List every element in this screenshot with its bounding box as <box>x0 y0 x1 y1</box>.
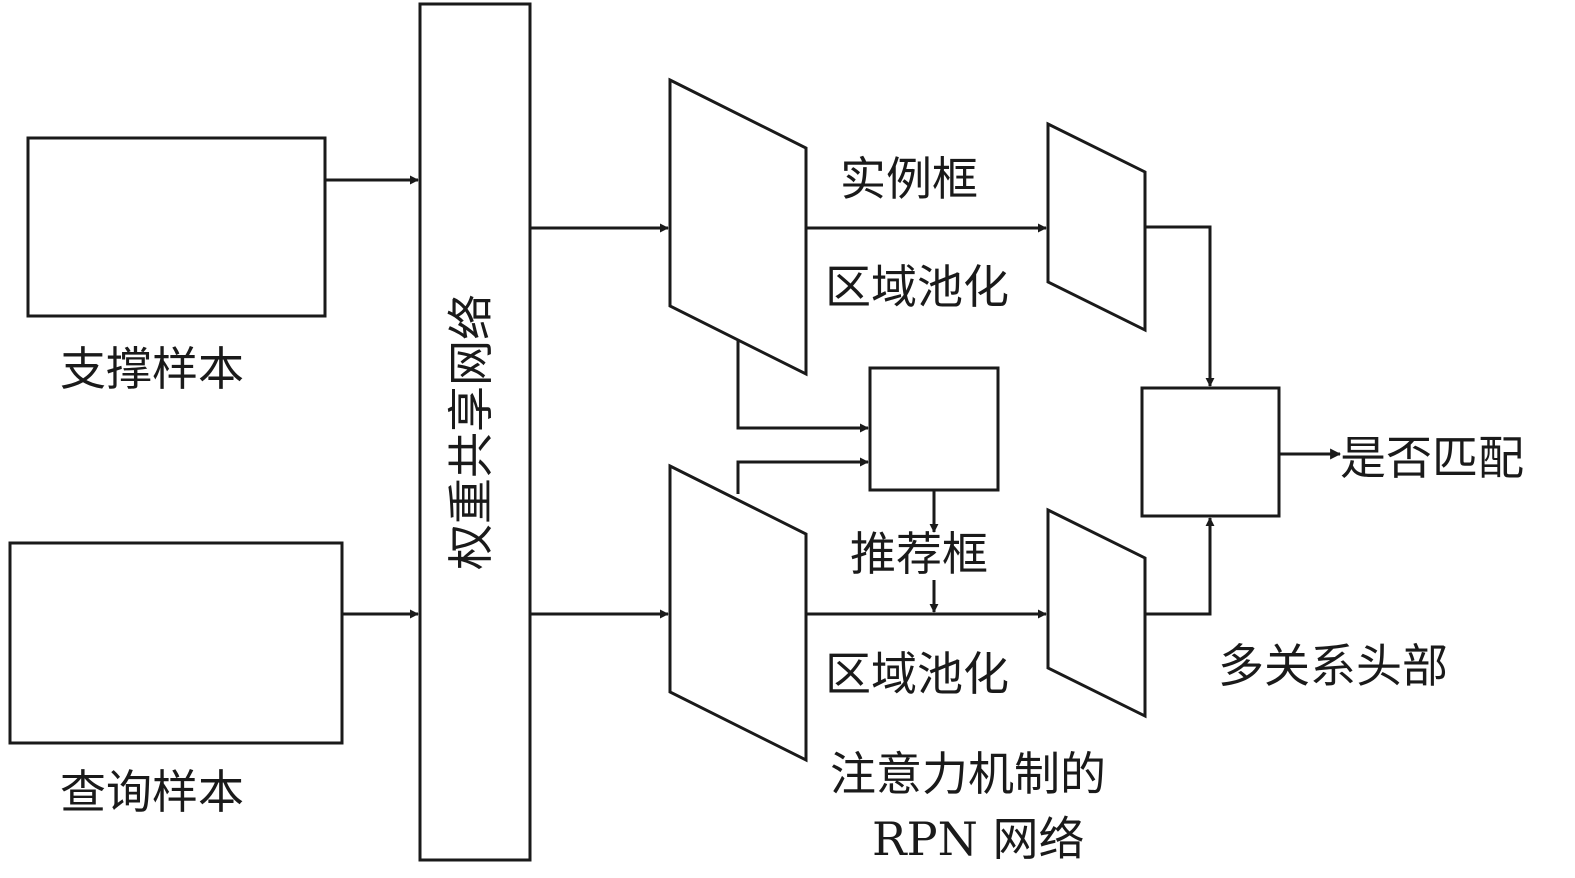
proposal-box-label: 推荐框 <box>850 527 988 581</box>
attention-rpn-label-line2: RPN 网络 <box>872 812 1084 866</box>
relation-head-box <box>1140 386 1281 518</box>
instance-box-label: 实例框 <box>840 152 978 206</box>
attention-box <box>868 366 1000 492</box>
support-sample-box <box>26 136 327 318</box>
query-pooled-feature <box>1046 507 1147 719</box>
multi-relation-head-label: 多关系头部 <box>1218 639 1448 693</box>
arrow-query-pooled-to-head <box>1145 517 1215 616</box>
support-feature-map <box>668 77 808 377</box>
match-output-label: 是否匹配 <box>1340 431 1524 485</box>
arrow-support-pooled-to-head <box>1145 225 1215 387</box>
attention-rpn-label-line1: 注意力机制的 <box>830 747 1106 801</box>
query-feature-map <box>668 463 808 763</box>
roi-pooling-top-label: 区域池化 <box>825 260 1009 314</box>
arrow-query-to-attention <box>736 457 869 494</box>
arrow-support-to-attention <box>736 340 869 433</box>
roi-pooling-bottom-label: 区域池化 <box>825 647 1009 701</box>
support-pooled-feature <box>1046 121 1147 333</box>
shared-network-box <box>418 2 532 862</box>
query-sample-box <box>8 541 344 745</box>
shared-network-label: 权重共享网络 <box>444 294 498 570</box>
query-sample-label: 查询样本 <box>60 765 244 819</box>
support-sample-label: 支撑样本 <box>60 342 244 396</box>
